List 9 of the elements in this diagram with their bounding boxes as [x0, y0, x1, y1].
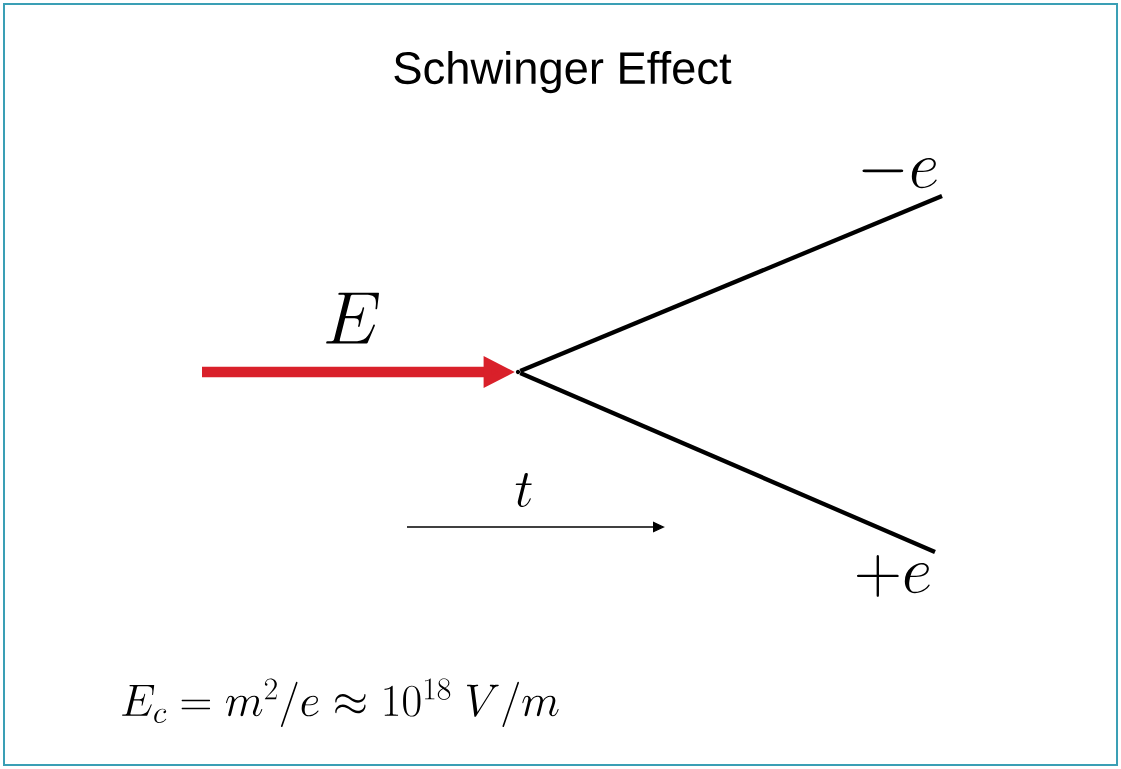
title: Schwinger Effect [394, 50, 732, 94]
axis-label: $t$ [515, 473, 532, 507]
charge-label: $+e$ [856, 554, 930, 597]
formula: $E_c = m^2/e \approx 10^{18}\ V/m$ [122, 678, 559, 728]
charge-label: $-e$ [862, 158, 937, 189]
particle-line [519, 194, 943, 374]
edge-label: $E$ [326, 292, 379, 344]
vertex [515, 369, 521, 375]
particle-line [519, 371, 936, 554]
